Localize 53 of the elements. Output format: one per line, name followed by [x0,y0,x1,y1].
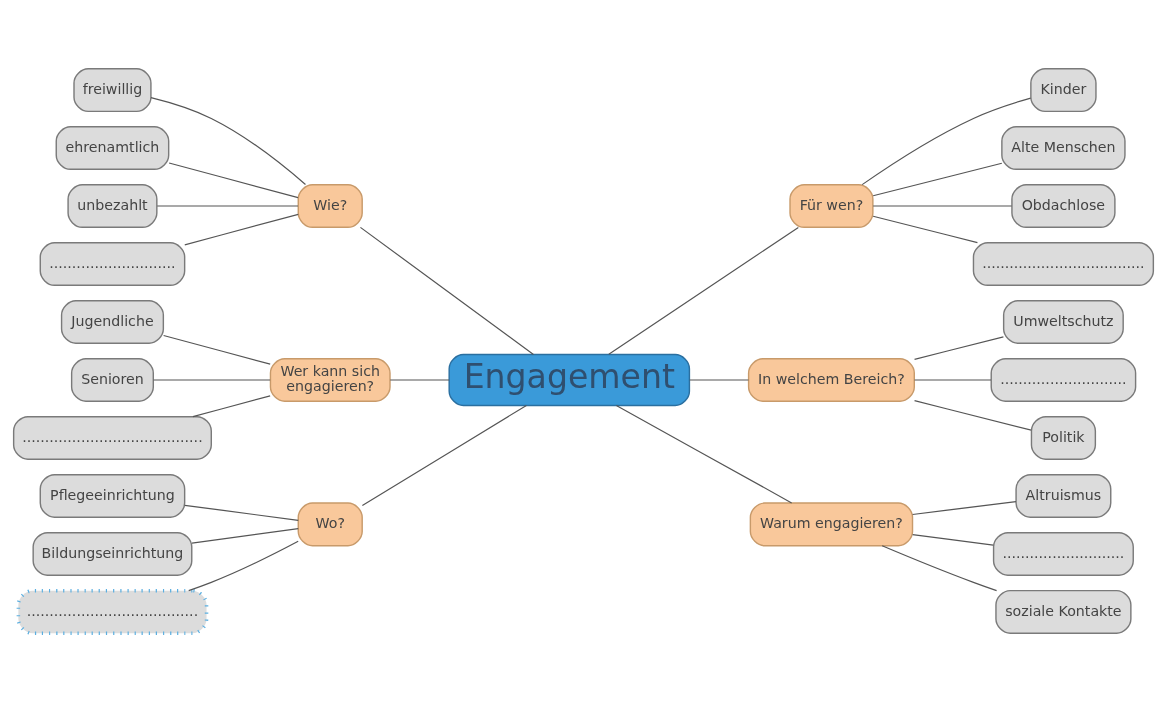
connector [615,404,793,503]
node-box: soziale Kontakte [995,589,1132,634]
connector [192,394,271,417]
node-box: Bildungseinrichtung [32,531,193,576]
node-box: ........................... [992,531,1134,576]
node-box: ...................................... [16,588,209,635]
node-box: Senioren [70,357,154,402]
node-box: Jugendliche [60,299,165,344]
connector [150,96,307,185]
connector [861,96,1032,185]
connector [188,540,299,591]
connector [881,544,998,591]
connector [361,404,527,506]
connector [184,504,299,521]
connector [153,378,271,381]
node-box: Umweltschutz [1002,299,1124,344]
node-box: Warum engagieren? [749,501,914,546]
connector [359,226,535,355]
node-box: In welchem Bereich? [747,357,915,402]
node-box: ........................................ [12,415,212,460]
node-box: ............................ [39,241,186,286]
node-box: Wie? [297,183,363,228]
node-box: Alte Menschen [1001,125,1126,170]
connector [872,204,1013,207]
connector [689,378,750,381]
node-box: .................................... [972,241,1155,286]
node-box: ............................ [990,357,1137,402]
node-box: ehrenamtlich [55,125,170,170]
node-box: unbezahlt [67,183,158,228]
node-box: Politik [1030,415,1097,460]
node-box: Obdachlose [1011,183,1116,228]
connector [913,399,1032,431]
node-box: Wo? [297,501,363,546]
connector [191,527,299,544]
connector [156,204,299,207]
connector [163,334,271,365]
node-box: Engagement [448,353,691,406]
connector [872,215,978,243]
node-box: Altruismus [1015,473,1112,518]
node-box: Wer kann sich engagieren? [269,357,391,402]
connector [184,213,299,245]
connector [912,533,994,546]
connector [608,226,799,355]
node-box: Pflegeeinrichtung [39,473,186,518]
connector [913,378,992,381]
connector [912,500,1017,515]
node-box: Kinder [1030,67,1097,112]
node-box: freiwillig [73,67,152,112]
connector [168,161,299,198]
connector [872,162,1003,196]
node-box: Für wen? [789,183,874,228]
connector [913,335,1004,360]
connector [389,378,450,381]
